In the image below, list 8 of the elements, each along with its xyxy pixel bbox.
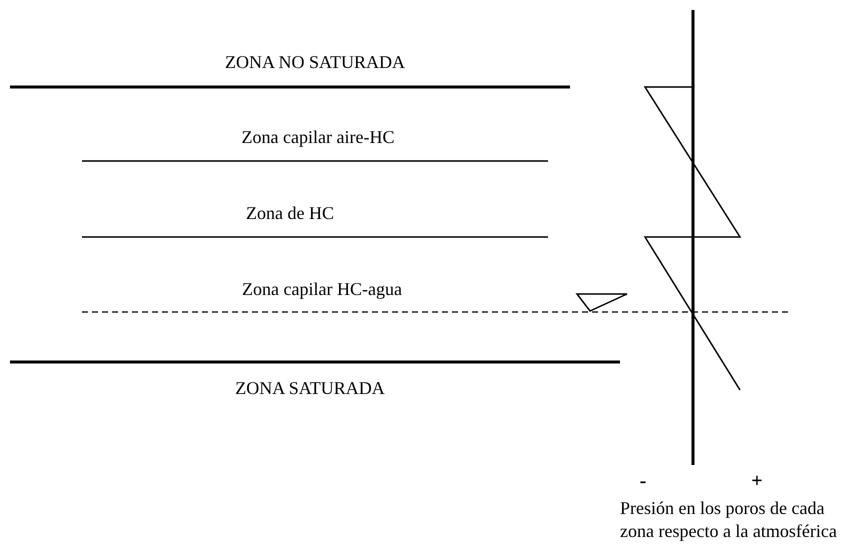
zone-label: Zona de HC bbox=[246, 202, 334, 224]
zone-label: ZONA SATURADA bbox=[235, 377, 385, 399]
sign-label: - bbox=[640, 470, 646, 492]
zone-label: ZONA NO SATURADA bbox=[225, 51, 405, 73]
sign-label: + bbox=[751, 470, 763, 492]
zone-label: Zona capilar HC-agua bbox=[242, 278, 402, 300]
axis-caption: Presión en los poros de cada zona respecto a la atmosférica bbox=[620, 497, 838, 543]
zone-label: Zona capilar aire-HC bbox=[242, 126, 394, 148]
